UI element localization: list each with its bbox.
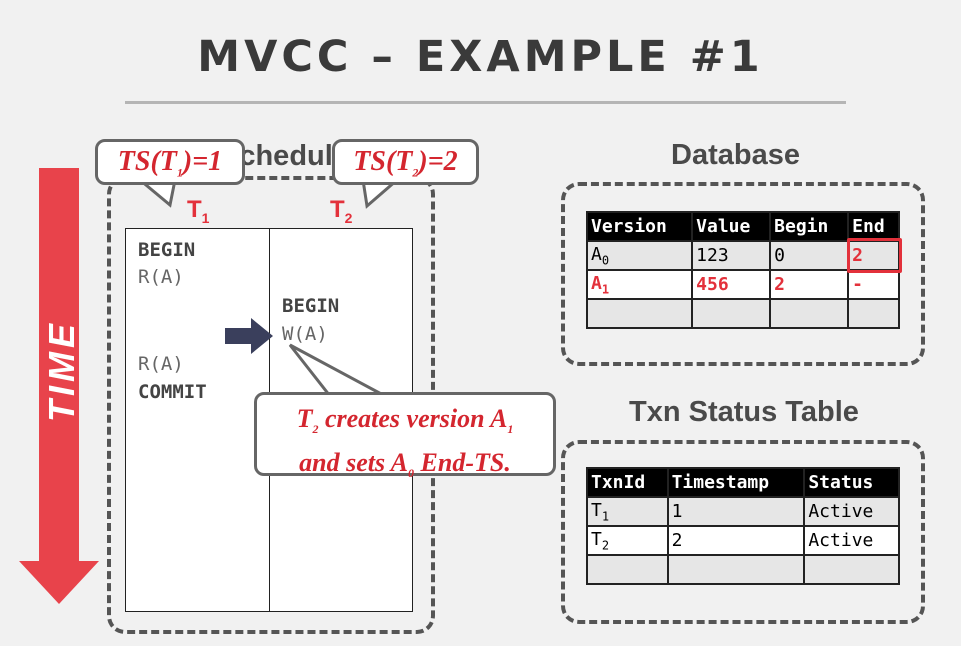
status-cell: Active xyxy=(803,496,900,527)
t1-op-begin: BEGIN xyxy=(138,239,196,261)
col-status: Status xyxy=(803,467,900,498)
col-txnid: TxnId xyxy=(586,467,669,498)
slide-title: MVCC – EXAMPLE #1 xyxy=(197,32,764,82)
end-cell: - xyxy=(847,269,900,300)
current-step-arrow-icon xyxy=(225,318,273,354)
time-label: TIME xyxy=(41,320,82,422)
empty-cell xyxy=(691,298,772,329)
txn-status-panel xyxy=(561,440,925,624)
empty-cell xyxy=(769,298,850,329)
table-row: A0 123 0 2 xyxy=(585,238,902,273)
t2-op-write-a: W(A) xyxy=(282,323,328,345)
col-end: End xyxy=(847,211,900,242)
time-arrow-icon xyxy=(19,168,99,604)
empty-cell xyxy=(666,554,806,585)
ts-t2-bubble: TS(T2)=2 xyxy=(332,139,479,185)
database-table: Version Value Begin End A0 123 0 2 A1 45… xyxy=(585,211,902,329)
txnid-cell: T1 xyxy=(586,496,669,527)
end-cell: 2 xyxy=(847,238,902,273)
value-cell: 456 xyxy=(691,269,772,300)
end-highlight xyxy=(847,238,902,273)
database-panel xyxy=(561,182,925,366)
timestamp-cell: 1 xyxy=(666,496,806,527)
status-cell: Active xyxy=(803,525,900,556)
version-cell: A0 xyxy=(585,240,694,271)
t2-column-label: T2 xyxy=(330,196,353,226)
version-cell: A1 xyxy=(585,269,694,300)
t1-column-label: T1 xyxy=(187,196,210,226)
empty-cell xyxy=(803,554,900,585)
callout-line-1: T2 creates version A1 xyxy=(296,404,514,437)
txnid-cell: T2 xyxy=(586,525,669,556)
empty-cell xyxy=(586,554,669,585)
begin-cell: 0 xyxy=(769,240,850,271)
t1-op-read-a: R(A) xyxy=(138,266,184,288)
database-heading: Database xyxy=(671,139,800,171)
t1-column xyxy=(125,228,270,612)
callout-tail xyxy=(288,343,387,399)
begin-cell: 2 xyxy=(769,269,850,300)
col-value: Value xyxy=(691,211,772,242)
t1-op-commit: COMMIT xyxy=(138,381,207,403)
timestamp-cell: 2 xyxy=(666,525,806,556)
txn-header-row: TxnId Timestamp Status xyxy=(586,467,900,498)
table-row: T2 2 Active xyxy=(586,525,900,556)
col-version: Version xyxy=(585,211,694,242)
table-row: T1 1 Active xyxy=(586,496,900,527)
col-timestamp: Timestamp xyxy=(666,467,806,498)
txn-status-heading: Txn Status Table xyxy=(629,396,859,428)
table-row xyxy=(586,554,900,585)
value-cell: 123 xyxy=(691,240,772,271)
t2-op-begin: BEGIN xyxy=(282,295,340,317)
callout-box: T2 creates version A1 and sets A0 End-TS… xyxy=(254,392,556,480)
callout-line-2: and sets A0 End-TS. xyxy=(299,448,511,481)
table-row xyxy=(585,298,900,329)
ts-t1-bubble: TS(T1)=1 xyxy=(95,139,245,185)
t1-op-read-a-2: R(A) xyxy=(138,353,184,375)
txn-status-table: TxnId Timestamp Status T1 1 Active T2 2 … xyxy=(586,467,900,585)
col-begin: Begin xyxy=(769,211,850,242)
empty-cell xyxy=(585,298,694,329)
table-row: A1 456 2 - xyxy=(585,269,900,300)
title-divider xyxy=(125,101,846,104)
empty-cell xyxy=(847,298,900,329)
database-header-row: Version Value Begin End xyxy=(585,211,900,242)
